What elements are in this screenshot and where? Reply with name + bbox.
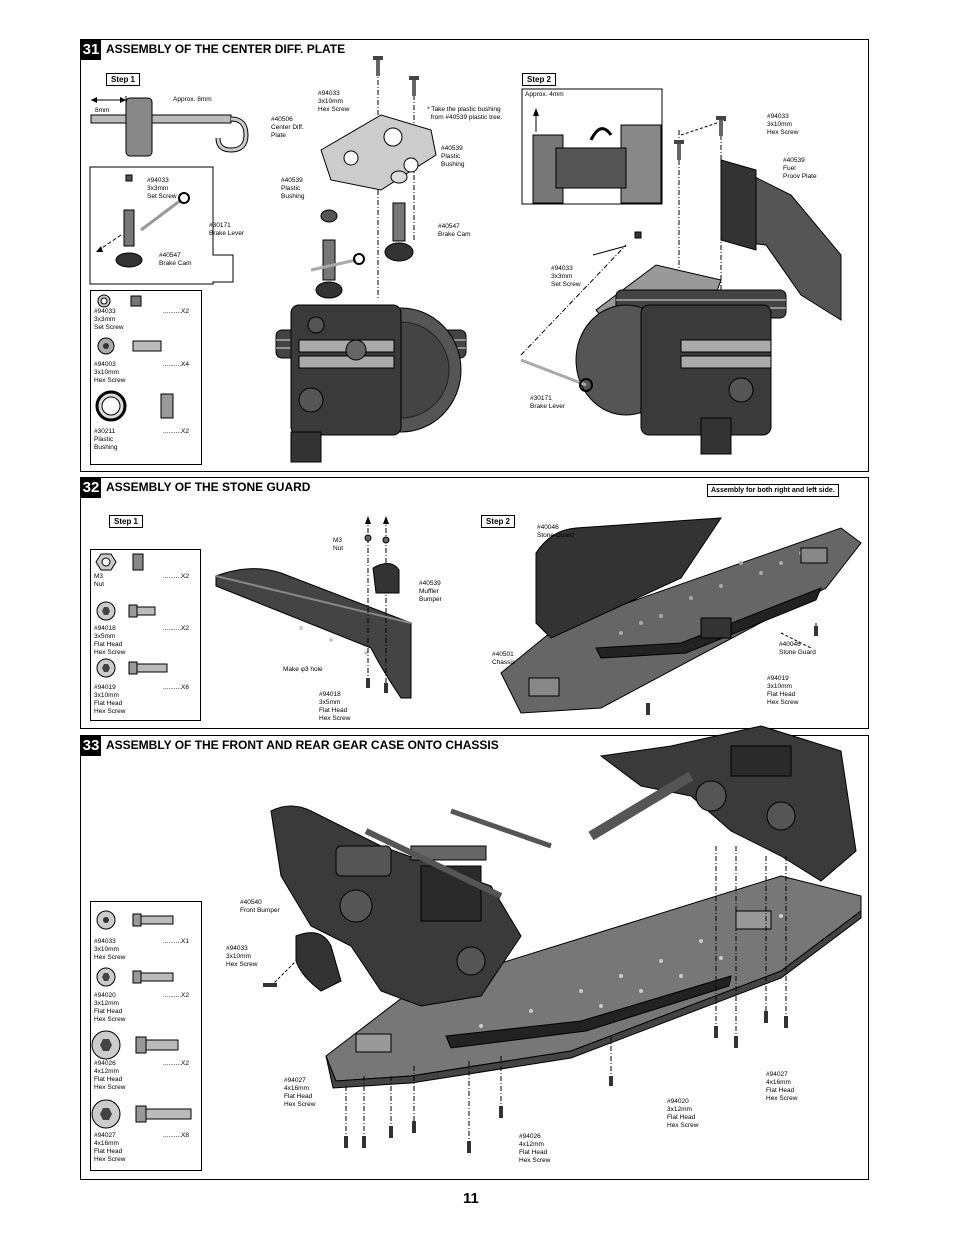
label-40501: #40501 Chassis <box>492 651 516 666</box>
part-name: M3 Nut <box>94 573 105 588</box>
label-94027-left: #94027 4x16mm Flat Head Hex Screw <box>284 1077 316 1108</box>
part-name: #30211 Plastic Bushing <box>94 428 118 451</box>
parts-list-31: #94033 3x3mm Set Screw ..........X2 #940… <box>90 290 202 465</box>
section-number: 33 <box>81 736 101 756</box>
part-qty: ..........X2 <box>163 992 190 999</box>
label-40046-a: #40046 Stone Guard <box>537 524 574 539</box>
section-title: ASSEMBLY OF THE CENTER DIFF. PLATE <box>106 42 346 56</box>
section-32-illustration <box>215 516 862 715</box>
parts-icons-31 <box>95 294 174 422</box>
label-m3-nut: M3 Nut <box>333 537 344 552</box>
part-name: #94027 4x16mm Flat Head Hex Screw <box>94 1132 126 1163</box>
part-qty: ..........X4 <box>163 361 190 368</box>
section-number: 32 <box>81 478 101 498</box>
part-name: #94026 4x12mm Flat Head Hex Screw <box>94 1060 126 1091</box>
section-title: ASSEMBLY OF THE STONE GUARD <box>106 480 311 494</box>
note-plastic-bushing: * Take the plastic bushing from #40539 p… <box>427 106 503 121</box>
step-2-label: Step 2 <box>481 515 516 528</box>
part-name: #94020 3x12mm Flat Head Hex Screw <box>94 992 126 1023</box>
part-name: #94019 3x10mm Flat Head Hex Screw <box>94 684 126 715</box>
section-title: ASSEMBLY OF THE FRONT AND REAR GEAR CASE… <box>106 738 499 752</box>
part-name: #94003 3x10mm Hex Screw <box>94 361 126 384</box>
part-qty: ..........X2 <box>163 1060 190 1067</box>
step-1-label: Step 1 <box>106 73 141 86</box>
label-40540: #40540 Front Bumper <box>240 899 280 914</box>
label-40539-b: #40539 Plastic Bushing <box>281 177 305 200</box>
8mm-label: 8mm <box>95 107 110 114</box>
label-94033-set: #94033 3x3mm Set Screw <box>147 177 177 200</box>
label-94020: #94020 3x12mm Flat Head Hex Screw <box>667 1098 699 1129</box>
label-40539-fuel: #40539 Fuel Proov Plate <box>783 157 817 180</box>
part-qty: ..........X6 <box>163 684 190 691</box>
label-94019: #94019 3x10mm Flat Head Hex Screw <box>767 675 799 706</box>
label-30171-b: #30171 Brake Lever <box>530 395 566 410</box>
parts-list-33: #94033 3x10mm Hex Screw ..........X1 #94… <box>90 901 202 1171</box>
part-qty: ..........X2 <box>163 573 190 580</box>
parts-list-32: M3 Nut ..........X2 #94018 3x5mm Flat He… <box>90 549 201 721</box>
section-33: 33 ASSEMBLY OF THE FRONT AND REAR GEAR C… <box>80 725 869 1180</box>
label-94018: #94018 3x5mm Flat Head Hex Screw <box>319 691 351 722</box>
label-40547-a: #40547 Brake Cam <box>438 223 471 238</box>
step-1-label: Step 1 <box>109 515 144 528</box>
label-94033-right: #94033 3x10mm Hex Screw <box>767 113 799 136</box>
approx-4mm-label: Approx. 4mm <box>525 91 564 98</box>
part-qty: ..........X8 <box>163 1132 190 1139</box>
section-32: 32 ASSEMBLY OF THE STONE GUARD Assembly … <box>80 477 869 729</box>
label-30171-a: #30171 Brake Lever <box>209 222 245 237</box>
section-33-illustration <box>263 725 862 1153</box>
page-number: 11 <box>463 1190 479 1207</box>
label-40547-b: #40547 Brake Cam <box>159 252 192 267</box>
label-94026: #94026 4x12mm Flat Head Hex Screw <box>519 1133 551 1164</box>
part-name: #94033 3x3mm Set Screw <box>94 308 124 331</box>
label-94033-top: #94033 3x10mm Hex Screw <box>318 90 350 113</box>
part-qty: ..........X2 <box>163 428 190 435</box>
part-qty: ..........X2 <box>163 308 190 315</box>
part-name: #94018 3x5mm Flat Head Hex Screw <box>94 625 126 656</box>
section-31-illustration <box>89 56 842 463</box>
label-40539-muffler: #40539 Muffler Bumper <box>419 580 442 603</box>
section-31: 31 ASSEMBLY OF THE CENTER DIFF. PLATE St… <box>80 39 869 472</box>
part-qty: ..........X1 <box>163 938 190 945</box>
label-94027-right: #94027 4x16mm Flat Head Hex Screw <box>766 1071 798 1102</box>
parts-icons-33 <box>91 910 192 1129</box>
section-number: 31 <box>81 40 101 60</box>
approx-8mm-label: Approx. 8mm <box>173 96 212 103</box>
parts-icons-32 <box>95 553 168 678</box>
label-40539-a: #40539 Plastic Bushing <box>441 145 465 168</box>
label-94033-set-right: #94033 3x3mm Set Screw <box>551 265 581 288</box>
label-94033: #94033 3x10mm Hex Screw <box>226 945 258 968</box>
label-40046-b: #40046 Stone Guard <box>779 641 816 656</box>
label-make-hole: Make φ3 hole <box>283 666 323 673</box>
part-qty: ..........X2 <box>163 625 190 632</box>
part-name: #94033 3x10mm Hex Screw <box>94 938 126 961</box>
note-both-sides: Assembly for both right and left side. <box>707 484 839 497</box>
label-40506: #40506 Center Diff. Plate <box>271 116 304 139</box>
step-2-label: Step 2 <box>522 73 557 86</box>
